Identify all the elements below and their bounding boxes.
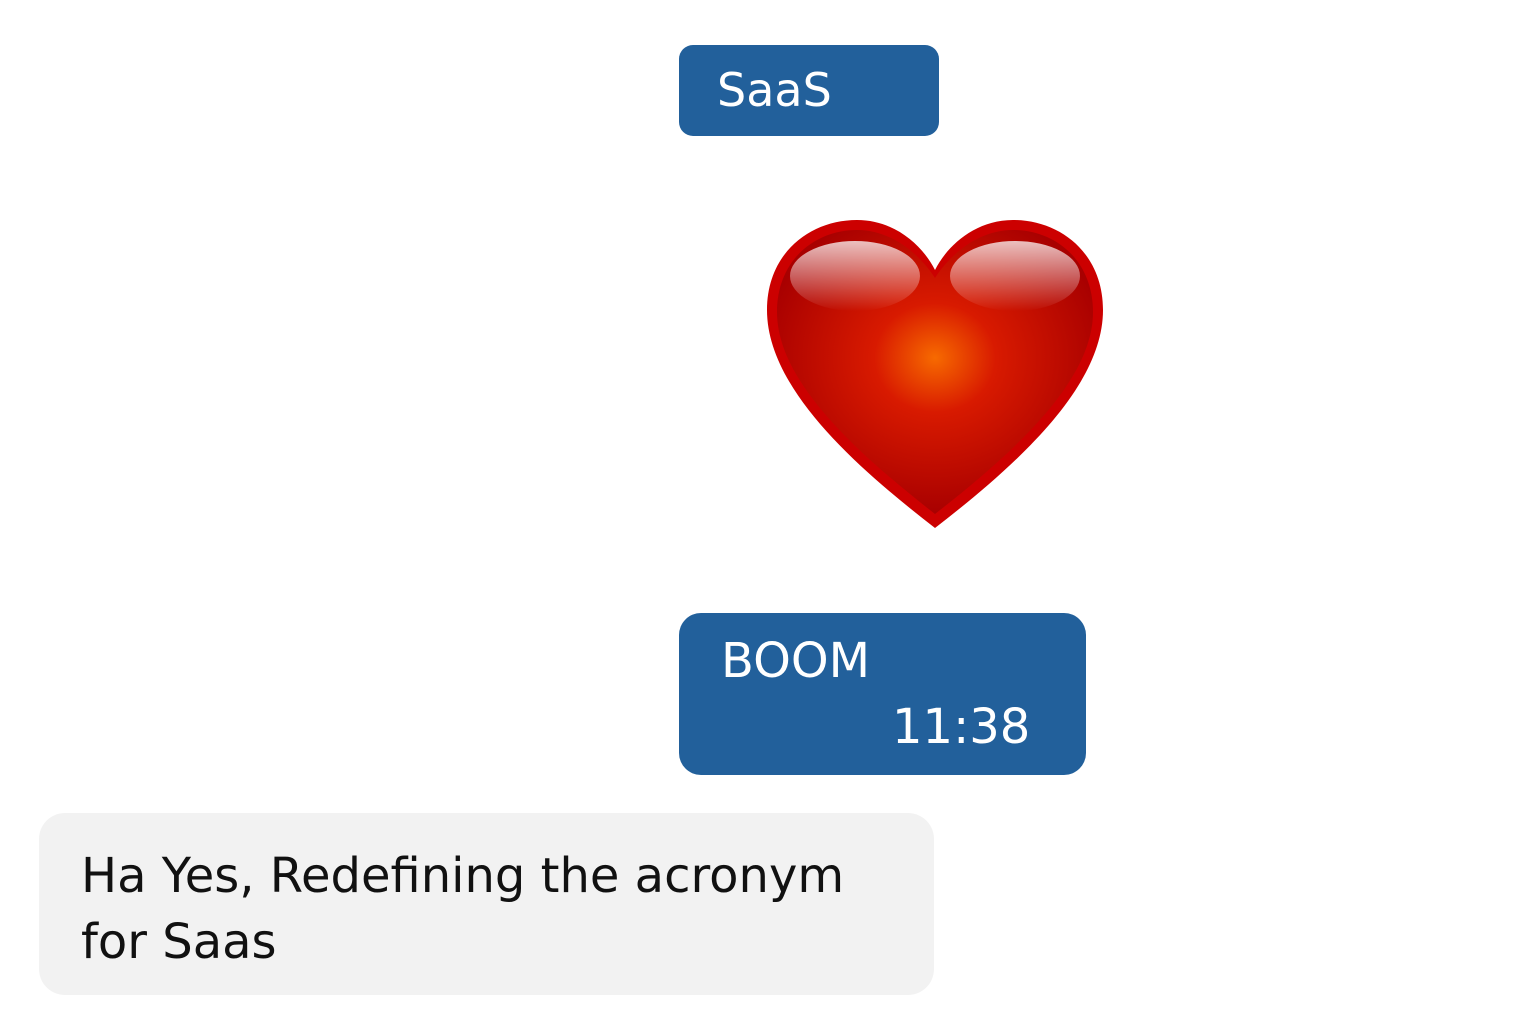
message-timestamp: 11:38 bbox=[892, 699, 1031, 755]
message-bubble-outgoing: BOOM 11:38 bbox=[679, 613, 1086, 775]
message-bubble-outgoing: SaaS bbox=[679, 45, 939, 136]
heart-icon bbox=[767, 220, 1103, 528]
message-text: BOOM bbox=[721, 633, 871, 689]
message-text: Ha Yes, Redefining the acronym for Saas bbox=[81, 848, 845, 970]
message-text: SaaS bbox=[717, 63, 832, 117]
message-bubble-incoming: Ha Yes, Redefining the acronym for Saas bbox=[39, 813, 934, 995]
